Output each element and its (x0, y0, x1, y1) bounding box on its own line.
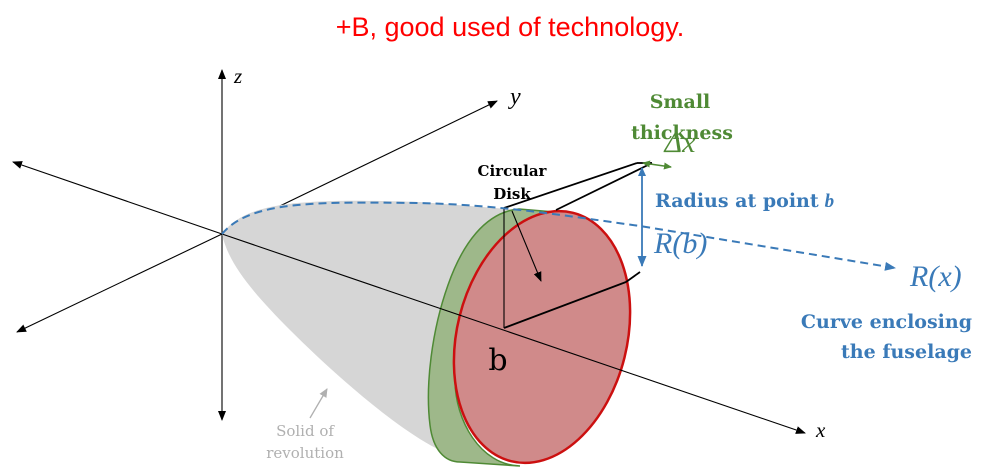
radius-at-point-label: Radius at point b (655, 190, 834, 212)
caption: +B, good used of technology. (336, 12, 685, 42)
x-axis-label: x (815, 418, 826, 442)
point-b-label: b (488, 343, 507, 378)
y-axis-negative (16, 233, 223, 333)
box-top-back (503, 162, 638, 209)
solid-label-line1: Solid of (276, 422, 335, 440)
y-axis-label: y (508, 84, 521, 110)
z-axis-label: z (233, 64, 242, 88)
small-thickness-label-line1: Small (650, 91, 711, 113)
circular-disk-pointer (511, 210, 542, 282)
radius-at-point-text: Radius at point (655, 190, 819, 212)
solid-label-line2: revolution (266, 444, 344, 462)
small-thickness-label-line2: thickness (631, 122, 733, 144)
x-axis (221, 233, 806, 434)
box-top-front (555, 162, 653, 211)
x-axis-negative (12, 161, 223, 235)
thickness-arrow (642, 160, 672, 170)
fuselage-curve (221, 201, 896, 271)
disk-projection-box (503, 162, 653, 329)
delta-x-label: Δx (664, 126, 697, 159)
curve-label-line2: the fuselage (841, 341, 972, 363)
circular-disk-label-line2: Disk (493, 185, 531, 203)
circular-disk-face (452, 209, 632, 465)
curve-label-line1: Curve enclosing (801, 311, 972, 333)
solid-pointer (309, 388, 328, 419)
box-bottom (503, 281, 627, 329)
circular-disk-label-line1: Circular (478, 162, 548, 180)
r-of-x-label: R(x) (909, 260, 962, 293)
radius-at-point-var: b (825, 191, 835, 212)
box-bottom-right (625, 271, 641, 283)
r-of-b-label: R(b) (653, 227, 707, 260)
